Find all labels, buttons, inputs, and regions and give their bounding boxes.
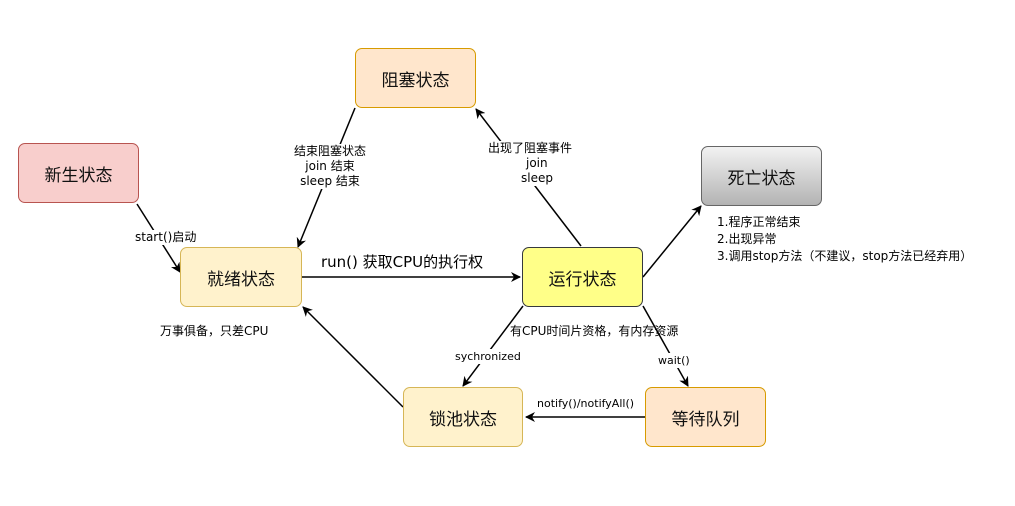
edge-running-to-lock-pool	[462, 305, 524, 387]
label-line-join-end: join 结束	[305, 159, 355, 173]
edge-lock-pool-to-ready	[302, 306, 404, 408]
node-wait-queue-state[interactable]: 等待队列	[645, 387, 766, 447]
dead-reasons: 1.程序正常结束 2.出现异常 3.调用stop方法（不建议，stop方法已经弃…	[717, 214, 973, 265]
node-blocked-state[interactable]: 阻塞状态	[355, 48, 476, 108]
note-running: 有CPU时间片资格，有内存资源	[510, 324, 679, 338]
dead-reason-2: 2.出现异常	[717, 232, 777, 246]
dead-reason-1: 1.程序正常结束	[717, 215, 801, 229]
note-ready: 万事俱备，只差CPU	[160, 324, 269, 339]
label-line-join: join	[526, 156, 548, 170]
node-new-state[interactable]: 新生状态	[18, 143, 139, 203]
label-line-blocking-event: 出现了阻塞事件	[488, 141, 573, 155]
node-lock-pool-state[interactable]: 锁池状态	[403, 387, 523, 447]
node-dead-state[interactable]: 死亡状态	[701, 146, 822, 206]
edge-running-to-wait-queue	[642, 305, 689, 387]
node-ready-state[interactable]: 就绪状态	[180, 247, 302, 307]
label-start: start()启动	[135, 230, 197, 245]
label-line-end-blocking: 结束阻塞状态	[293, 144, 366, 158]
node-running-state[interactable]: 运行状态	[522, 247, 643, 307]
label-notify: notify()/notifyAll()	[537, 396, 635, 411]
label-synchronized: sychronized	[455, 349, 521, 364]
label-line-sleep-end: sleep 结束	[300, 174, 360, 188]
label-blocked-to-ready: 结束阻塞状态 join 结束 sleep 结束	[287, 144, 373, 189]
label-run: run() 获取CPU的执行权	[321, 253, 484, 271]
label-running-to-blocked: 出现了阻塞事件 join sleep	[488, 141, 588, 186]
label-line-sleep: sleep	[521, 171, 553, 185]
dead-reason-3: 3.调用stop方法（不建议，stop方法已经弃用）	[717, 249, 973, 263]
label-wait: wait()	[658, 353, 690, 368]
edge-running-to-dead	[642, 205, 702, 278]
